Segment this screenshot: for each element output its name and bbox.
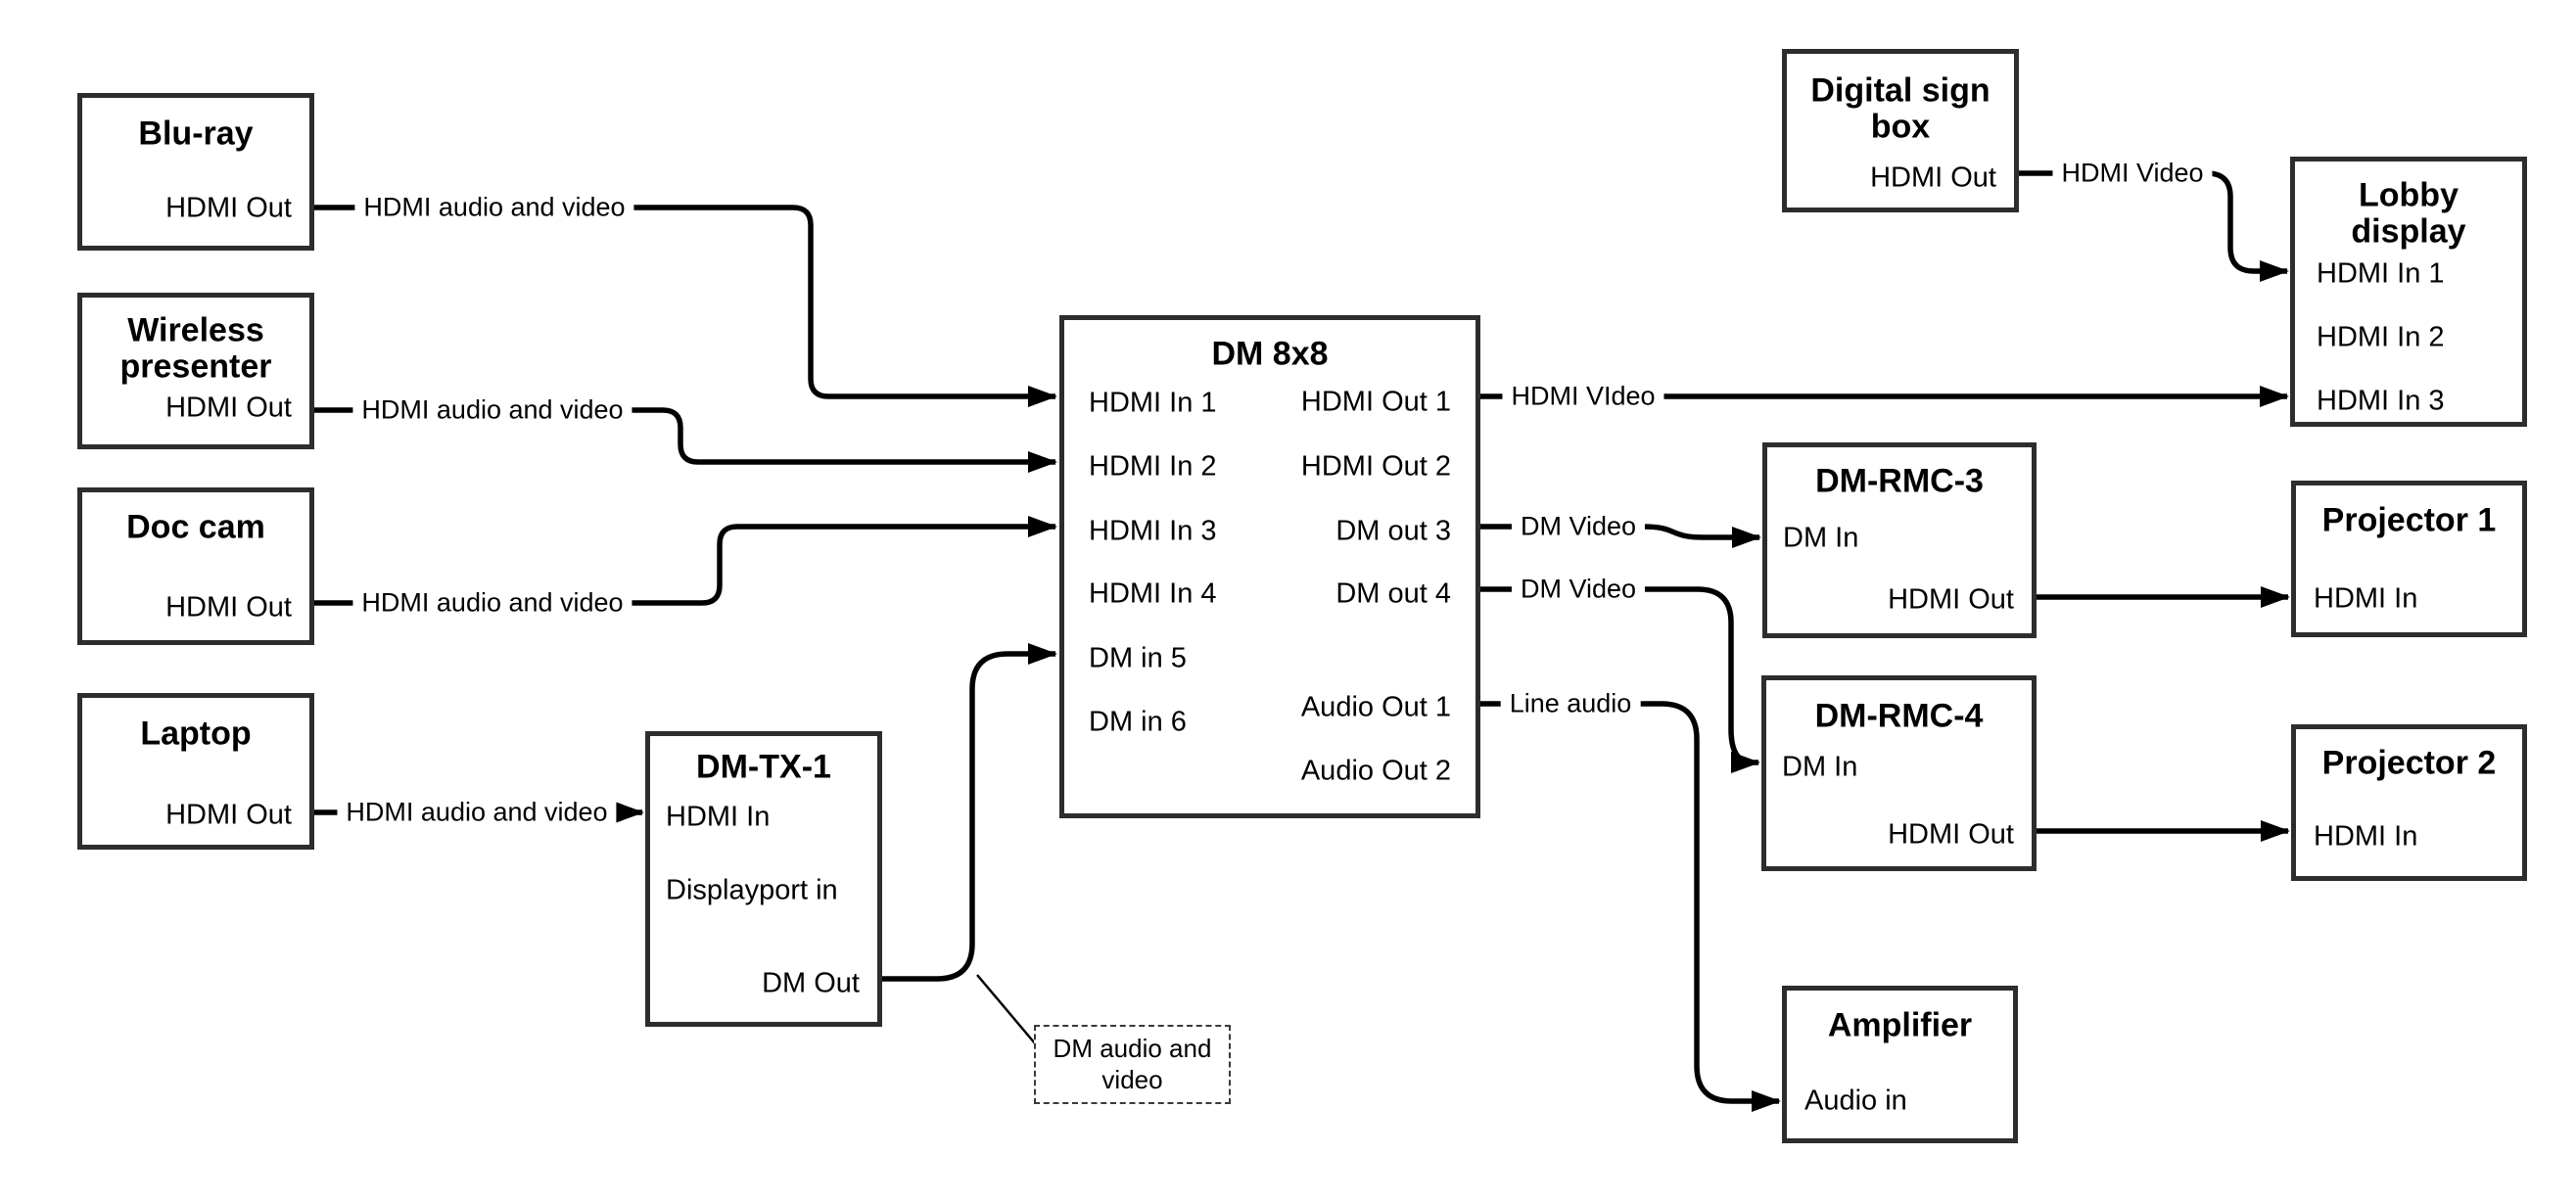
port-hdmi-in-1: HDMI In 1 — [2317, 257, 2445, 290]
port-audio-out-1: Audio Out 1 — [1300, 691, 1451, 723]
connector-label-hdmi-video-out1: HDMI VIdeo — [1502, 379, 1664, 414]
box-dm-8x8: DM 8x8 HDMI In 1 HDMI In 2 HDMI In 3 HDM… — [1059, 315, 1480, 818]
box-title: Digital sign box — [1810, 71, 1991, 146]
port-hdmi-in: HDMI In — [2314, 820, 2418, 853]
line-bluray-to-hdmi-in1 — [314, 205, 1057, 407]
box-projector-2: Projector 2 HDMI In — [2291, 724, 2527, 881]
port-hdmi-in-2: HDMI In 2 — [2317, 321, 2445, 353]
port-dm-in: DM In — [1783, 522, 1859, 554]
connector-label-dm-video-out4: DM Video — [1511, 572, 1646, 607]
box-dm-rmc-4: DM-RMC-4 DM In HDMI Out — [1761, 675, 2037, 871]
box-wireless-presenter: Wireless presenter HDMI Out — [77, 293, 314, 449]
box-title: Doc cam — [126, 508, 265, 546]
connector-label-hdmi-audio-video-wireless: HDMI audio and video — [352, 393, 632, 428]
box-title: DM-RMC-4 — [1814, 697, 1984, 735]
port-dm-out-3: DM out 3 — [1335, 515, 1451, 547]
box-title: DM 8x8 — [1211, 335, 1329, 373]
connector-label-hdmi-audio-video-doccam: HDMI audio and video — [352, 585, 632, 621]
box-title: Blu-ray — [138, 115, 254, 153]
port-dm-out: DM Out — [762, 967, 860, 999]
box-title: Amplifier — [1827, 1006, 1973, 1044]
box-lobby-display: Lobby display HDMI In 1 HDMI In 2 HDMI I… — [2290, 157, 2527, 427]
port-hdmi-in-2: HDMI In 2 — [1089, 450, 1217, 483]
port-hdmi-out: HDMI Out — [165, 591, 292, 624]
port-hdmi-in-1: HDMI In 1 — [1089, 387, 1217, 419]
line-dmout-to-dm-in5 — [882, 643, 1057, 982]
box-title: Projector 2 — [2321, 744, 2497, 782]
note-dm-audio-and-video: DM audio and video — [1034, 1025, 1231, 1104]
port-hdmi-out: HDMI Out — [165, 392, 292, 424]
box-digital-sign: Digital sign box HDMI Out — [1782, 49, 2019, 212]
box-doc-cam: Doc cam HDMI Out — [77, 487, 314, 645]
port-dm-out-4: DM out 4 — [1335, 577, 1451, 610]
box-title: Lobby display — [2351, 176, 2466, 251]
line-dm-out4-to-rmc4 — [1480, 586, 1760, 773]
connector-label-hdmi-audio-video-laptop: HDMI audio and video — [337, 795, 617, 830]
line-audio-out1-to-amplifier — [1480, 701, 1781, 1112]
port-hdmi-out: HDMI Out — [1888, 818, 2014, 851]
port-hdmi-out-2: HDMI Out 2 — [1300, 450, 1451, 483]
port-hdmi-out-1: HDMI Out 1 — [1300, 386, 1451, 418]
box-dm-tx-1: DM-TX-1 HDMI In Displayport in DM Out — [645, 731, 882, 1027]
port-hdmi-in-4: HDMI In 4 — [1089, 577, 1217, 610]
port-hdmi-out: HDMI Out — [165, 799, 292, 831]
port-hdmi-in-3: HDMI In 3 — [2317, 385, 2445, 417]
port-hdmi-out: HDMI Out — [1870, 162, 1996, 194]
port-dm-in-5: DM in 5 — [1089, 642, 1187, 674]
box-title: Laptop — [140, 715, 252, 753]
line-wireless-to-hdmi-in2 — [313, 407, 1057, 473]
note-leader-line — [976, 974, 1036, 1044]
box-blu-ray: Blu-ray HDMI Out — [77, 93, 314, 251]
port-hdmi-out: HDMI Out — [1888, 583, 2014, 616]
box-amplifier: Amplifier Audio in — [1782, 986, 2018, 1143]
box-laptop: Laptop HDMI Out — [77, 693, 314, 850]
box-title: DM-RMC-3 — [1815, 462, 1984, 500]
box-title: Projector 1 — [2321, 501, 2497, 539]
port-audio-out-2: Audio Out 2 — [1300, 755, 1451, 787]
port-audio-in: Audio in — [1804, 1085, 1907, 1117]
port-hdmi-in-3: HDMI In 3 — [1089, 515, 1217, 547]
connector-label-hdmi-audio-video-bluray: HDMI audio and video — [354, 190, 634, 225]
line-doccam-to-hdmi-in3 — [313, 516, 1057, 606]
port-hdmi-out: HDMI Out — [165, 192, 292, 224]
port-hdmi-in: HDMI In — [2314, 582, 2418, 615]
port-displayport-in: Displayport in — [666, 874, 838, 906]
connector-label-dm-video-out3: DM Video — [1511, 509, 1646, 544]
connector-label-line-audio: Line audio — [1500, 686, 1641, 721]
box-title: DM-TX-1 — [696, 748, 831, 786]
port-dm-in-6: DM in 6 — [1089, 706, 1187, 738]
line-sign-to-lobby-in1 — [2019, 170, 2289, 282]
box-title: Wireless presenter — [119, 311, 272, 386]
port-dm-in: DM In — [1782, 751, 1858, 783]
line-dm-out3-to-rmc3 — [1480, 524, 1761, 548]
box-projector-1: Projector 1 HDMI In — [2291, 481, 2527, 637]
port-hdmi-in: HDMI In — [666, 801, 771, 833]
box-dm-rmc-3: DM-RMC-3 DM In HDMI Out — [1762, 442, 2037, 638]
connector-label-hdmi-video-sign: HDMI Video — [2052, 156, 2213, 191]
